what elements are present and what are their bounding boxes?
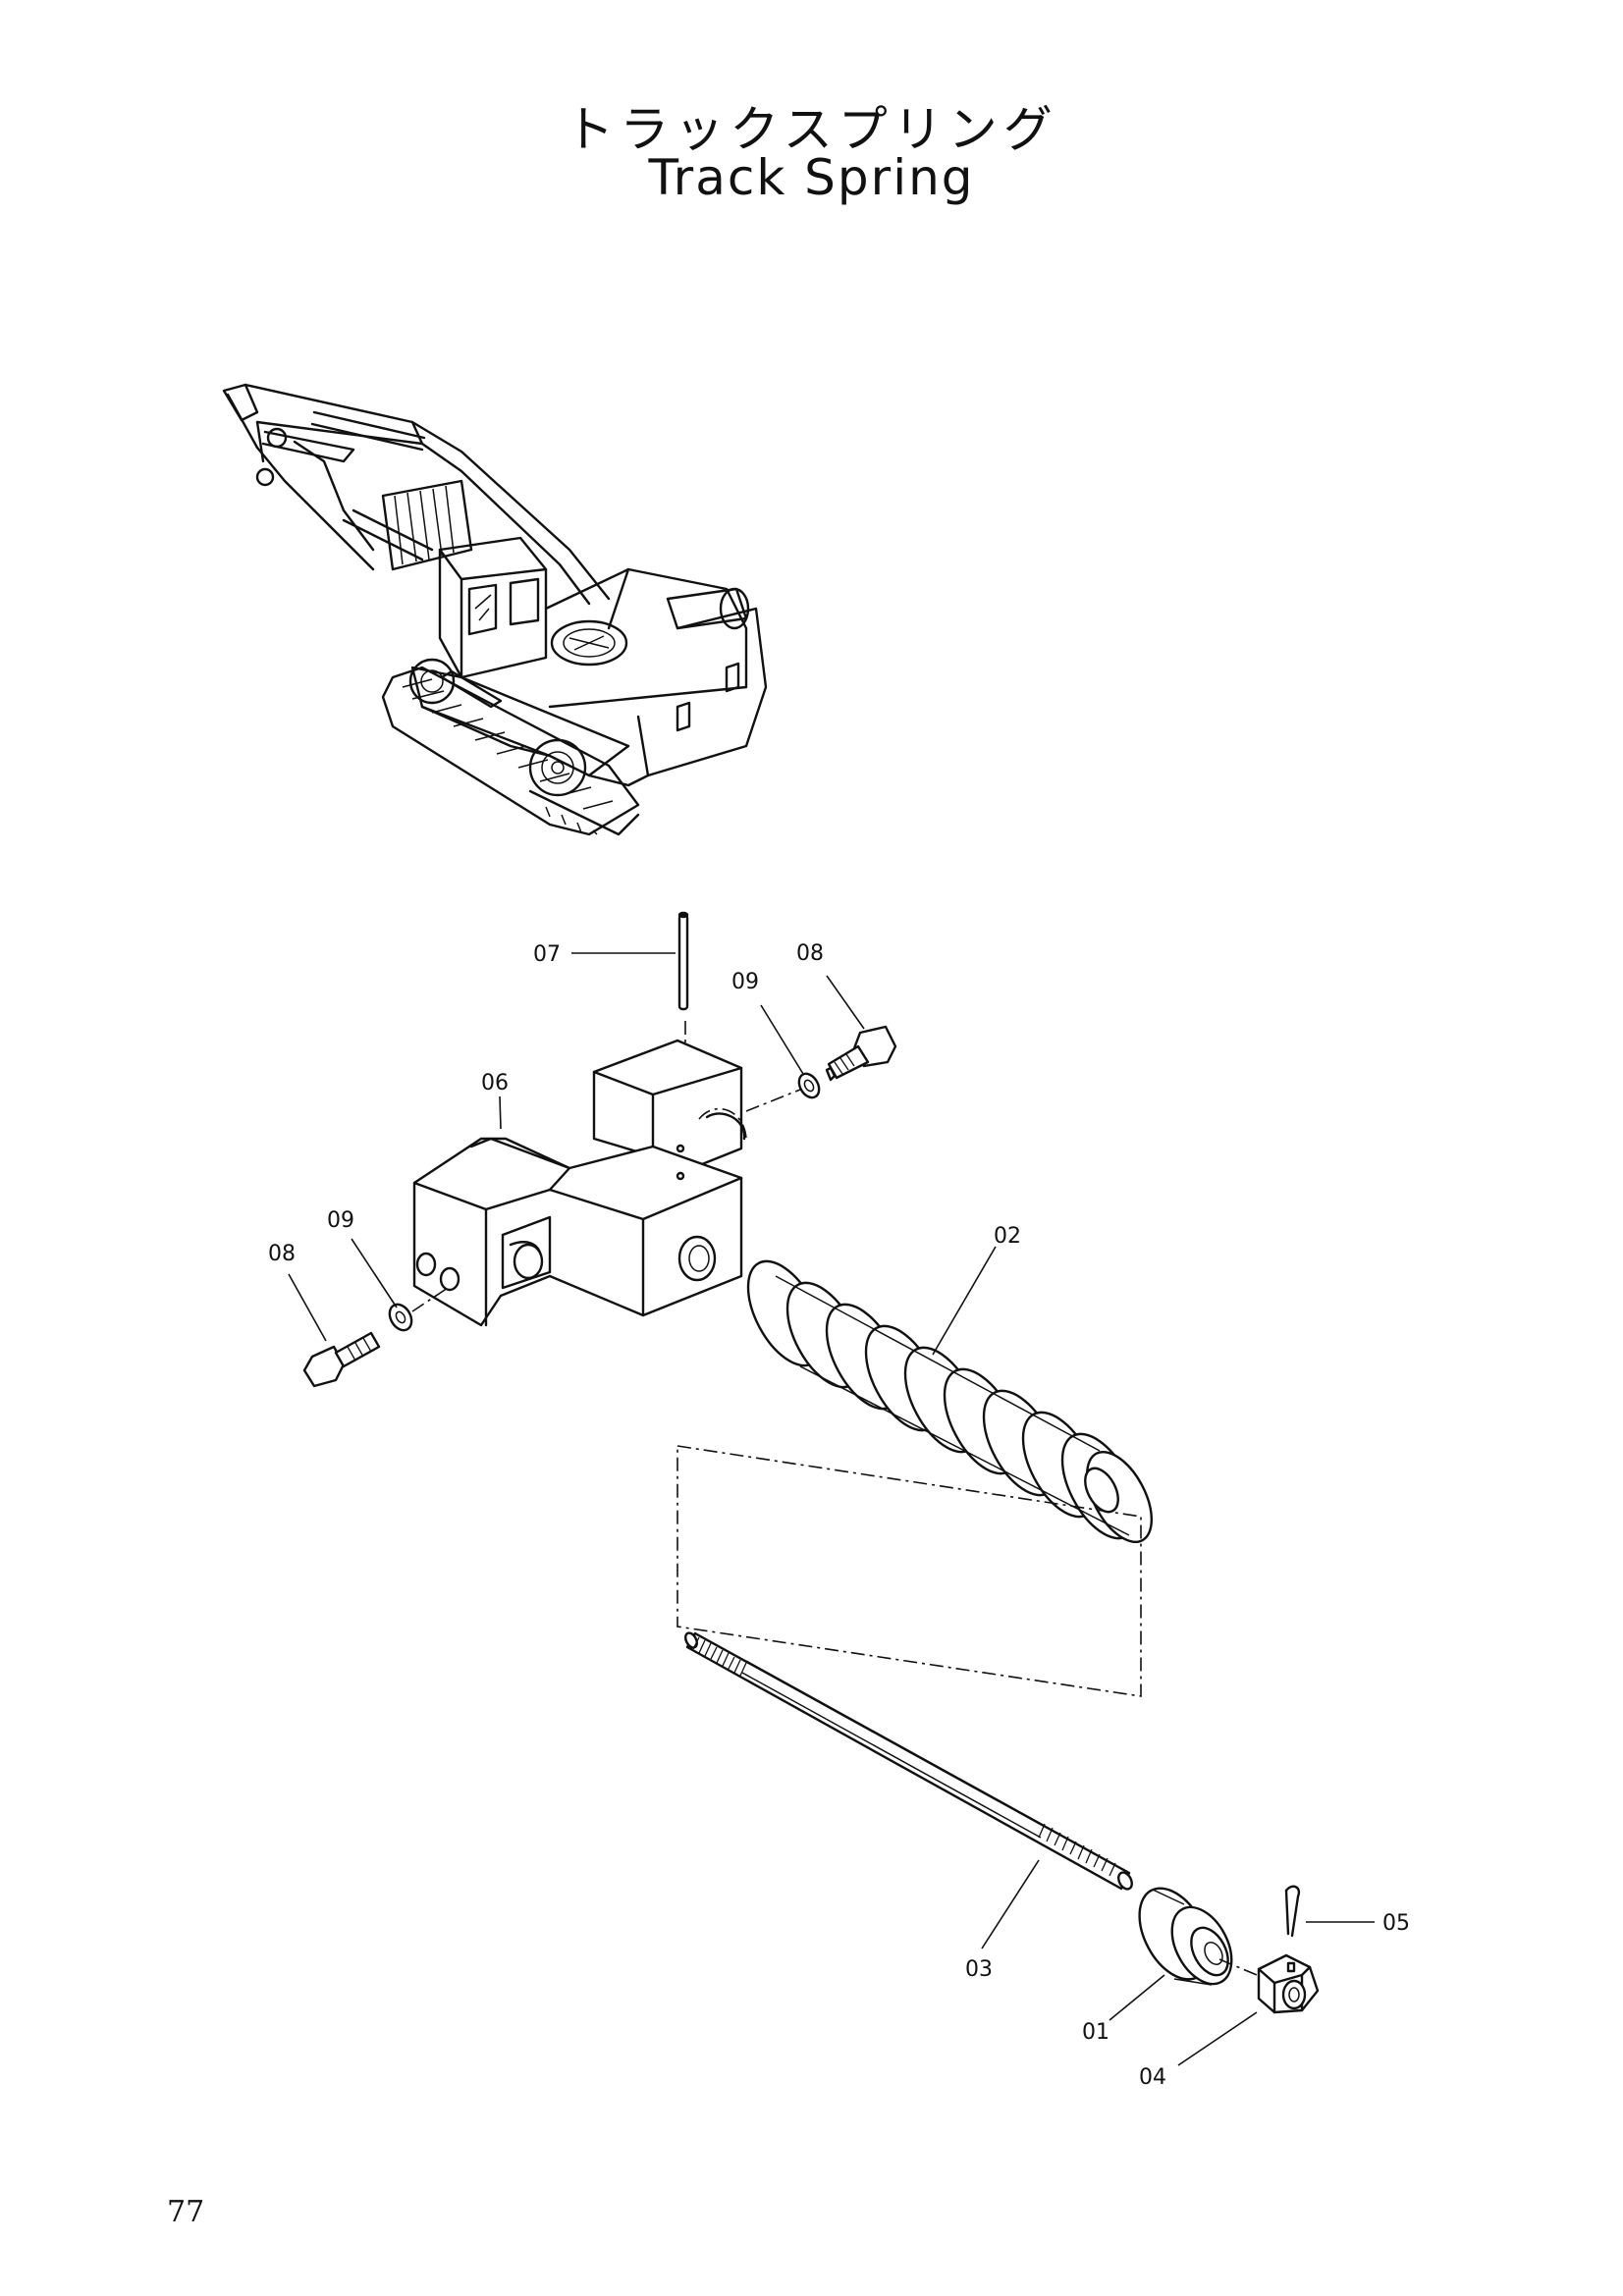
callout-03: 03 (965, 1957, 993, 1982)
page-title-japanese: トラックスプリング (565, 101, 1058, 158)
callout-01: 01 (1082, 2020, 1109, 2045)
excavator-overview-icon (222, 383, 768, 836)
callout-04: 04 (1139, 2065, 1166, 2090)
callout-05: 05 (1382, 1911, 1410, 1936)
spring-seat-icon (1138, 1887, 1233, 1986)
washer-icon (388, 1303, 413, 1332)
callout-08-right: 08 (796, 941, 824, 966)
threaded-rod-icon (684, 1631, 1133, 1891)
page-number: 77 (167, 2195, 205, 2229)
pin-icon (677, 911, 689, 1011)
page-title-english: Track Spring (648, 149, 975, 206)
bolt-icon (825, 1025, 897, 1082)
callout-07: 07 (533, 942, 561, 967)
bolt-icon (302, 1331, 381, 1388)
callout-09-right: 09 (731, 970, 759, 994)
callout-08-left: 08 (268, 1242, 296, 1266)
callout-06: 06 (481, 1071, 509, 1095)
callout-02: 02 (994, 1224, 1021, 1249)
callout-09-left: 09 (327, 1208, 354, 1233)
castle-nut-icon (1257, 1953, 1320, 2014)
cotter-pin-icon (1284, 1885, 1301, 1938)
bracket-yoke-icon (412, 1039, 747, 1327)
washer-icon (797, 1072, 821, 1099)
coil-spring-icon (746, 1259, 1154, 1544)
